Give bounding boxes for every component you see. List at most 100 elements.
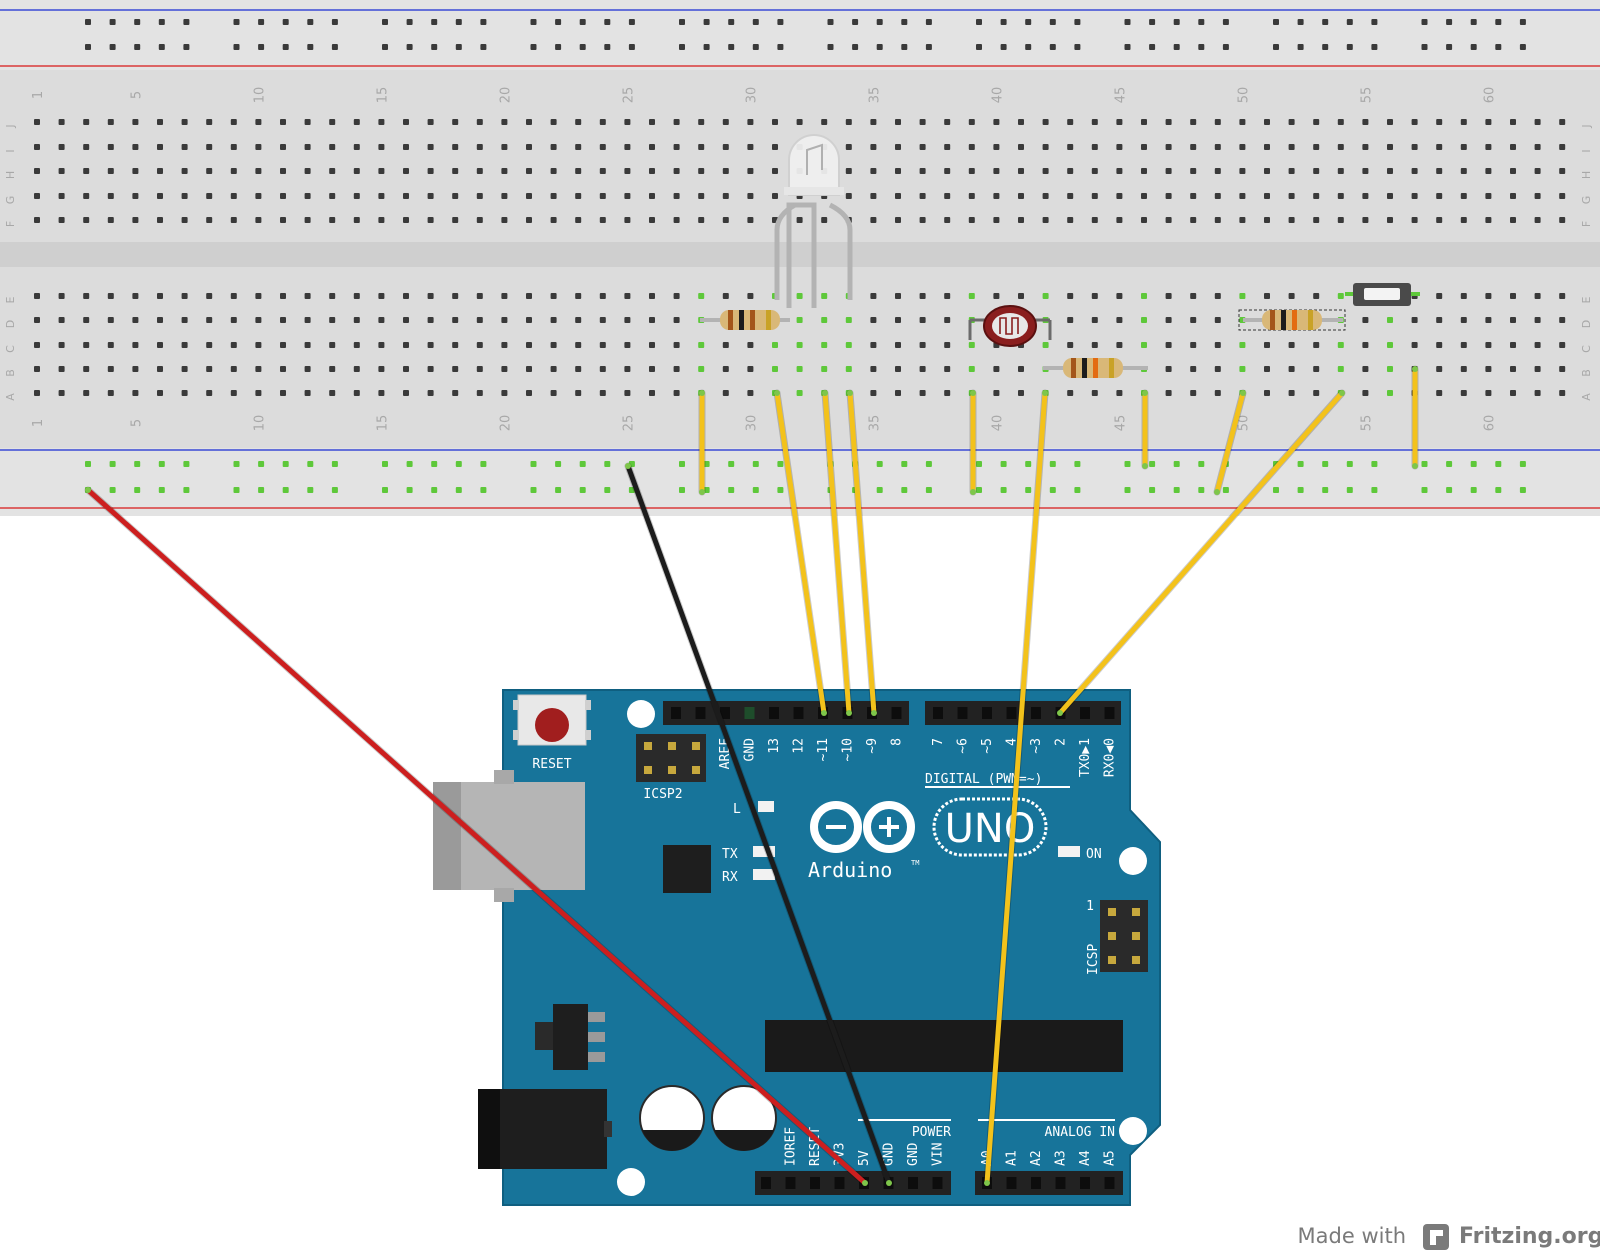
reset-button[interactable]: [513, 694, 591, 746]
breadboard-hole: [132, 119, 139, 125]
breadboard-hole: [599, 217, 606, 223]
breadboard-hole: [599, 293, 606, 299]
breadboard-hole: [1239, 366, 1246, 372]
breadboard-hole: [993, 144, 1000, 150]
rgb-led: [774, 134, 853, 308]
breadboard-hole: [1436, 366, 1443, 372]
breadboard-hole: [1141, 317, 1147, 323]
breadboard-hole: [1288, 390, 1295, 396]
regulator-tab: [535, 1022, 553, 1050]
rail-hole: [1322, 487, 1329, 493]
header-socket: [933, 707, 943, 719]
header-socket: [1080, 1177, 1090, 1189]
rail-hole: [109, 487, 116, 493]
band: [1071, 358, 1076, 378]
led-on-label: ON: [1086, 847, 1102, 862]
breadboard-hole: [1116, 390, 1123, 396]
breadboard-hole: [722, 119, 729, 125]
breadboard-hole: [1485, 293, 1492, 299]
breadboard-hole: [476, 390, 483, 396]
column-number: 5: [129, 91, 144, 99]
rail-hole: [1198, 461, 1205, 467]
led-tx-label: TX: [722, 847, 738, 862]
breadboard-hole: [624, 193, 631, 199]
breadboard-hole: [870, 366, 877, 372]
rail-hole: [703, 487, 710, 493]
breadboard-hole: [329, 119, 336, 125]
breadboard-hole: [1264, 217, 1270, 223]
row-letter: F: [4, 221, 17, 227]
breadboard-hole: [944, 193, 951, 199]
rail-hole: [827, 19, 834, 25]
breadboard-hole: [403, 293, 409, 299]
breadboard-hole: [255, 144, 262, 150]
center-channel: [0, 242, 1600, 267]
reset-button-cap[interactable]: [535, 708, 569, 742]
breadboard-hole: [1510, 193, 1516, 199]
regulator-pin: [588, 1052, 605, 1062]
breadboard-hole: [427, 193, 434, 199]
breadboard-hole: [575, 390, 582, 396]
breadboard-hole: [1485, 366, 1492, 372]
rail-hole: [1074, 19, 1081, 25]
breadboard-hole: [280, 293, 286, 299]
led-on: [1058, 846, 1080, 857]
breadboard-hole: [1460, 342, 1467, 348]
breadboard-hole: [1460, 168, 1467, 174]
breadboard-hole: [550, 168, 557, 174]
pushbutton-cap[interactable]: [1364, 288, 1400, 300]
breadboard-hole: [1436, 217, 1443, 223]
rail-hole: [1124, 461, 1131, 467]
rail-hole: [233, 44, 240, 50]
breadboard-hole: [1510, 293, 1516, 299]
breadboard-hole: [895, 342, 901, 348]
rail-hole: [604, 44, 611, 50]
bottom-pins: [761, 1177, 1115, 1189]
photoresistor: [968, 305, 1052, 347]
analog-pin-label: A3: [1054, 1150, 1069, 1166]
rail-hole: [1273, 44, 1279, 50]
rail-hole: [1198, 19, 1205, 25]
breadboard-hole: [1387, 168, 1393, 174]
breadboard-hole: [673, 366, 680, 372]
header-socket: [769, 707, 779, 719]
rail-hole: [258, 44, 265, 50]
ldr-track: [999, 317, 1019, 335]
breadboard-hole: [526, 119, 532, 125]
breadboard-hole: [230, 119, 237, 125]
breadboard-hole: [132, 366, 139, 372]
breadboard-hole: [845, 144, 852, 150]
breadboard-hole: [550, 390, 557, 396]
breadboard-hole: [1313, 217, 1320, 223]
breadboard-hole: [1559, 119, 1566, 125]
pushbutton[interactable]: [1345, 283, 1420, 306]
breadboard-hole: [1165, 168, 1172, 174]
breadboard-hole: [501, 366, 508, 372]
breadboard-hole: [1116, 144, 1123, 150]
breadboard-hole: [427, 119, 434, 125]
column-number: 25: [621, 87, 636, 104]
breadboard-hole: [1018, 366, 1024, 372]
wire-pin-10: [822, 390, 852, 716]
rail-hole: [282, 19, 289, 25]
breadboard-hole: [919, 193, 926, 199]
breadboard-hole: [1485, 144, 1492, 150]
breadboard-hole: [919, 293, 926, 299]
wire-gnd: [625, 463, 892, 1186]
icsp-pin: [1108, 932, 1116, 940]
breadboard-hole: [403, 144, 409, 150]
trademark: TM: [911, 859, 919, 867]
rail-hole: [431, 487, 438, 493]
usb-chip: [663, 845, 711, 893]
breadboard-hole: [550, 342, 557, 348]
breadboard-hole: [673, 144, 680, 150]
row-letter: B: [4, 369, 17, 377]
breadboard-hole: [1485, 119, 1492, 125]
column-number: 35: [867, 415, 882, 432]
breadboard-hole: [378, 168, 385, 174]
breadboard-hole: [1214, 293, 1221, 299]
breadboard-hole: [1042, 144, 1049, 150]
mount-hole: [617, 1168, 645, 1196]
icsp-label: ICSP: [1086, 944, 1101, 975]
breadboard-hole: [427, 217, 434, 223]
